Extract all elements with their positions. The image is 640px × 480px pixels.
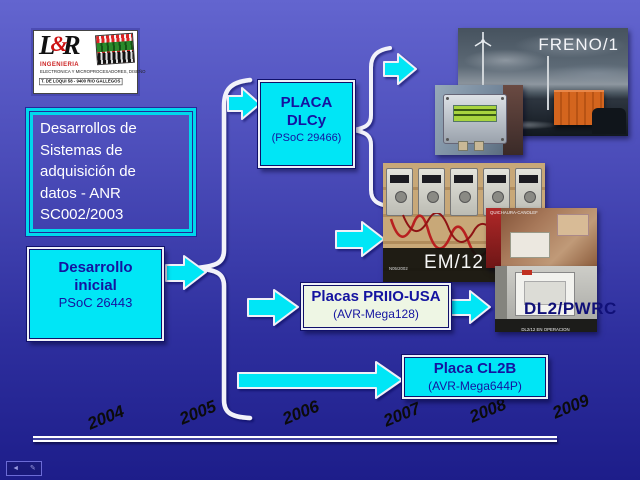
dl2-device (515, 270, 575, 316)
dlcy-box-title: PLACA (280, 94, 333, 111)
controller-enclosure (443, 94, 507, 151)
initial-box-title2: inicial (74, 277, 117, 294)
cabinet-edge (495, 266, 507, 332)
intro-line: Sistemas de (40, 141, 123, 159)
intro-line: adquisición de (40, 163, 136, 180)
initial-box-subtitle: PSoC 26443 (58, 295, 133, 310)
lcd-display (453, 105, 497, 122)
photo-caption-band: DL2/12 EN OPERACION (495, 319, 597, 332)
arrow-to-dlcy-icon (227, 87, 261, 120)
intro-box: Desarrollos de Sistemas de adquisición d… (26, 108, 196, 236)
energy-meter (418, 168, 446, 216)
arrow-to-priio-icon (247, 289, 299, 326)
vehicle-silhouette (592, 108, 626, 134)
quichaura-site-photo: QUICHAURA-CANOLEF (486, 208, 597, 268)
slideshow-toolbar[interactable]: ◄ ✎ (6, 461, 42, 476)
big-brace-icon (195, 77, 253, 421)
initial-development-box: Desarrollo inicial PSoC 26443 (27, 247, 164, 341)
em12-label: EM/12 (424, 252, 484, 273)
logo-company-name: INGENIERIA (40, 62, 80, 68)
cable-gland (474, 141, 484, 151)
intro-line: SC002/2003 (40, 206, 124, 223)
logo-letter-l: L (39, 30, 56, 60)
wall-panel (557, 214, 589, 236)
arrow-to-cl2b-icon (237, 361, 403, 399)
quichaura-caption: QUICHAURA-CANOLEF (490, 211, 538, 216)
logo-brand-mark: L&R (39, 32, 81, 59)
freno-label: FRENO/1 (538, 35, 619, 54)
cl2b-box-title: Placa CL2B (433, 360, 517, 377)
priio-box-title: Placas PRIIO-USA (311, 288, 441, 305)
arrow-to-em12-icon (335, 221, 385, 257)
dl2-pwrc-label: DL2/PWRC (524, 299, 617, 318)
energy-meter (386, 168, 414, 216)
pen-menu-icon[interactable]: ✎ (29, 465, 36, 472)
logo-tagline: ELECTRONICA Y MICROPROCESADORES, DISEÑO (40, 70, 146, 75)
controller-photo (435, 85, 523, 155)
screw-icon (446, 138, 449, 141)
wind-turbine-pole (482, 40, 484, 104)
company-logo: L&R INGENIERIA ELECTRONICA Y MICROPROCES… (33, 30, 145, 94)
machinery-background (503, 85, 523, 155)
dl2-caption: DL2/12 EN OPERACION (521, 328, 571, 332)
timeline-axis (33, 436, 557, 442)
logo-letter-r: R (62, 30, 81, 60)
arrow-initial-to-brace-icon (165, 255, 207, 290)
screw-icon (501, 138, 504, 141)
dlcy-box-title2: DLCy (286, 112, 327, 129)
arrow-to-dl2-icon (449, 290, 491, 324)
placa-cl2b-box: Placa CL2B (AVR-Mega644P) (402, 355, 548, 399)
priio-box-subtitle: (AVR-Mega128) (333, 307, 419, 321)
dlcy-box-subtitle: (PSoC 29466) (271, 132, 342, 144)
intro-line: datos - ANR (40, 184, 121, 202)
equipment-box (510, 232, 550, 258)
circuit-board-graphic (94, 32, 136, 66)
screw-icon (501, 97, 504, 100)
logo-ampersand: & (50, 31, 68, 56)
cable-gland (458, 141, 468, 151)
intro-line: Desarrollos de (40, 120, 137, 137)
antenna-pole (547, 56, 549, 110)
wind-turbine-icon (474, 32, 492, 47)
logo-address: T. DE LOQUI 58 - 9400 RIO GALLEGOS (39, 78, 123, 86)
cl2b-box-subtitle: (AVR-Mega644P) (428, 379, 522, 393)
photo-timestamp: N05/2002 (389, 267, 408, 272)
energy-meter (450, 168, 478, 216)
screw-icon (446, 97, 449, 100)
placa-dlcy-box: PLACA DLCy (PSoC 29466) (258, 80, 355, 168)
arrow-to-freno-icon (383, 53, 417, 85)
previous-slide-icon[interactable]: ◄ (12, 465, 20, 472)
dl2-device-photo: DL2/12 EN OPERACION (495, 266, 597, 332)
placas-priio-box: Placas PRIIO-USA (AVR-Mega128) (301, 283, 451, 330)
red-column (486, 208, 501, 268)
initial-box-title: Desarrollo (58, 259, 133, 276)
